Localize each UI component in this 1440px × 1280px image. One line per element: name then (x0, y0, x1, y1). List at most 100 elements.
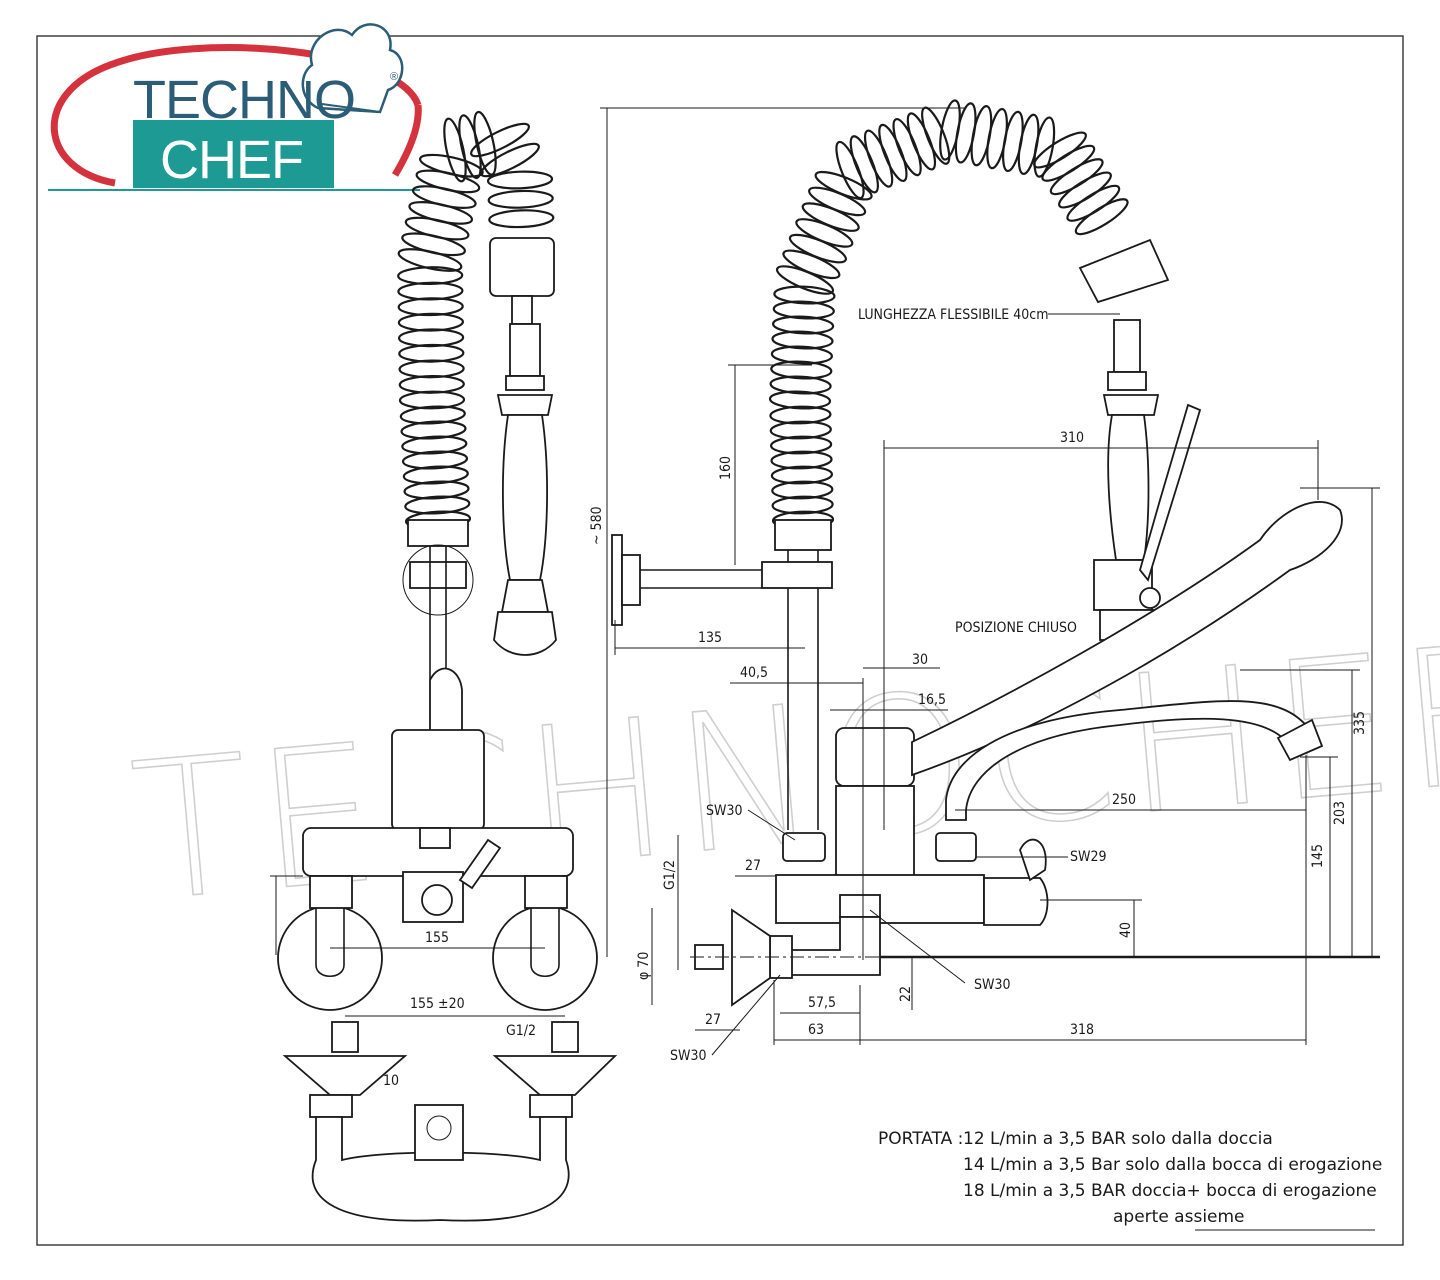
hose-coil-turn (470, 122, 530, 158)
label-hose-length: LUNGHEZZA FLESSIBILE 40cm (858, 307, 1048, 323)
dim-30: 30 (912, 652, 928, 668)
dim-63: 63 (808, 1022, 824, 1038)
hose-coil-turn (401, 450, 469, 470)
hose-coil-turn (1033, 116, 1056, 178)
logo-line2: CHEF (160, 130, 303, 190)
hose-coil-turn (801, 202, 860, 232)
hose-coil-turn (771, 330, 834, 350)
hose-coil-turn (401, 232, 466, 257)
hose-coil-turn (402, 465, 469, 485)
dim-145: 145 (1310, 844, 1326, 868)
hose-coil-turn (773, 285, 836, 305)
hose-coil-turn (775, 265, 835, 295)
dim-10: 10 (383, 1073, 399, 1089)
front-view: 155 (270, 110, 598, 1011)
logo-line1: TECHNO (133, 70, 355, 130)
hose-coil-turn (835, 140, 865, 200)
dim-40: 40 (1118, 922, 1134, 938)
hose-coil-turn (769, 420, 832, 440)
flow-label: PORTATA : (878, 1129, 963, 1149)
dim-27-top: 27 (745, 858, 761, 874)
hose-coil-turn (1017, 113, 1040, 175)
dim-580: ~ 580 (589, 506, 605, 545)
hose-coil-turn (443, 117, 467, 183)
hose-coil-turn (849, 135, 879, 194)
side-view (611, 99, 1380, 1007)
hose-coil-turn (970, 105, 993, 167)
flow-note: PORTATA : 12 L/min a 3,5 BAR solo dalla … (878, 1129, 1382, 1231)
hose-coil-turn (480, 142, 540, 178)
label-phi70: φ 70 (636, 952, 652, 980)
flow-line-4: aperte assieme (1113, 1207, 1245, 1227)
hose-coil-turn (487, 189, 554, 209)
hose-coil-turn (403, 480, 470, 500)
label-sw30-mid: SW30 (974, 977, 1010, 993)
hose-coil-turn (769, 375, 832, 395)
hose-coil-turn (404, 495, 471, 515)
dim-27-bottom: 27 (705, 1012, 721, 1028)
hose-coil-turn (788, 233, 847, 264)
hose-coil-turn (770, 345, 833, 365)
hose-coil-turn (770, 465, 833, 485)
hose-coil-turn (769, 405, 832, 425)
hose-coil-turn (986, 107, 1008, 170)
technochef-logo: TECHNO CHEF ® (48, 23, 422, 191)
dim-57-5: 57,5 (808, 995, 836, 1011)
dim-155-20: 155 ±20 (410, 996, 465, 1012)
dim-40-5: 40,5 (740, 665, 768, 681)
label-sw29: SW29 (1070, 849, 1106, 865)
label-g12-vertical: G1/2 (662, 860, 678, 890)
hose-coil-turn (419, 153, 484, 178)
dim-22: 22 (898, 986, 914, 1002)
flow-line-2: 14 L/min a 3,5 Bar solo dalla bocca di e… (963, 1155, 1382, 1175)
dim-310: 310 (1060, 430, 1084, 446)
hose-coil-turn (795, 218, 854, 248)
hose-coil-turn (400, 420, 467, 440)
flow-line-3: 18 L/min a 3,5 BAR doccia+ bocca di erog… (963, 1181, 1377, 1201)
drawing-frame (36, 35, 1404, 1246)
logo-registered: ® (390, 71, 398, 83)
label-sw30-bottom: SW30 (670, 1048, 706, 1064)
hose-coil-turn (399, 405, 466, 425)
label-g12-bottom: G1/2 (506, 1023, 536, 1039)
hose-coil-turn (397, 266, 464, 286)
hose-coil-turn (906, 112, 937, 171)
hose-coil-turn (1002, 110, 1024, 173)
hose-coil-turn (401, 435, 468, 455)
hose-coil-turn (1074, 198, 1129, 236)
hose-coil-turn (954, 102, 977, 164)
dim-250: 250 (1112, 792, 1136, 808)
label-sw30-top: SW30 (706, 803, 742, 819)
hose-coil-turn (772, 300, 835, 320)
hose-coil-turn (770, 450, 833, 470)
hose-coil-turn (808, 186, 867, 217)
hose-coil-turn (782, 249, 841, 280)
hose-coil-turn (411, 185, 477, 209)
dim-203: 203 (1332, 801, 1348, 825)
bottom-view: 155 ±20 10 G1/2 (282, 996, 618, 1222)
dim-135: 135 (698, 630, 722, 646)
hose-coil-turn (770, 435, 833, 455)
hose-coil-turn (408, 201, 474, 225)
hose-coil-turn (892, 117, 922, 177)
hose-coil-turn (488, 209, 555, 229)
dim-160: 160 (718, 456, 734, 480)
dim-16-5: 16,5 (918, 692, 946, 708)
flow-line-1: 12 L/min a 3,5 BAR solo dalla doccia (963, 1129, 1273, 1149)
hose-coil-turn (878, 123, 908, 183)
hose-coil-turn (772, 315, 835, 335)
dimension-lines: ~ 580 160 310 135 40,5 30 16,5 335 203 (589, 107, 1380, 1056)
hose-coil-turn (768, 390, 832, 410)
dim-335: 335 (1352, 711, 1368, 735)
hose-coil-turn (771, 495, 834, 515)
hose-coil-turn (415, 169, 481, 194)
hose-coil-turn (458, 114, 482, 180)
hose-coil-turn (486, 170, 554, 190)
label-closed-position: POSIZIONE CHIUSO (955, 620, 1077, 636)
hose-coil-turn (771, 480, 834, 500)
dim-318: 318 (1070, 1022, 1094, 1038)
hose-coil-turn (404, 216, 470, 241)
hose-coil-turn (770, 360, 833, 380)
hose-coil-turn (863, 129, 894, 188)
